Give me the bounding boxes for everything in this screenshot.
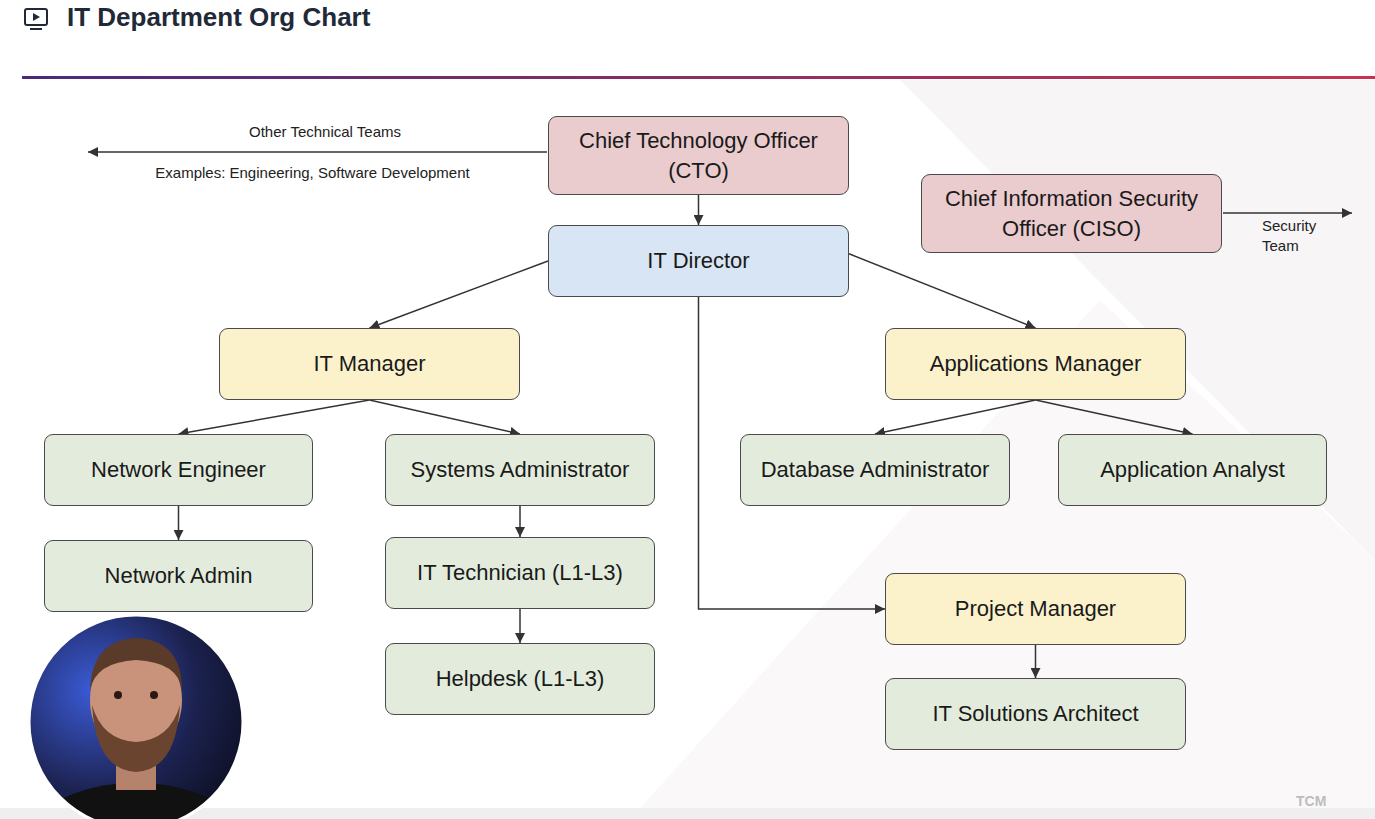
org-box: Project Manager [885,573,1186,645]
reporting-arrow [875,400,1036,434]
org-box: Network Admin [44,540,313,612]
reporting-arrow [698,195,700,225]
reporting-arrow [519,506,521,537]
reporting-arrow [179,400,370,434]
box-text: Helpdesk (L1-L3) [436,664,605,694]
org-box: Helpdesk (L1-L3) [385,643,655,715]
video-icon [33,13,40,21]
org-box: Systems Administrator [385,434,655,506]
title-rule [22,76,1375,79]
side-note: Other Technical Teams [200,122,450,142]
reporting-arrow [178,506,180,540]
reporting-arrow [849,254,1036,328]
box-text: Application Analyst [1100,455,1285,485]
box-text: IT Solutions Architect [932,699,1138,729]
webcam-view [29,615,243,819]
box-text: Network Admin [105,561,253,591]
slide-decoration [640,300,1375,808]
box-text: Applications Manager [930,349,1142,379]
webcam-ring [29,615,243,819]
org-box: IT Director [548,225,849,297]
box-text: Network Engineer [91,455,266,485]
org-box: Chief Information Security Officer (CISO… [921,174,1222,253]
leader-arrow [88,151,547,153]
reporting-arrow [1035,645,1037,678]
org-box: IT Technician (L1-L3) [385,537,655,609]
webcam-hair [90,638,182,690]
watermark: TCM [1296,791,1360,811]
org-box: Network Engineer [44,434,313,506]
webcam-eye [150,691,158,699]
reporting-arrow [370,400,521,434]
side-note: Security Team [1262,216,1332,256]
video-icon [25,9,47,25]
box-text: Database Administrator [761,455,990,485]
reporting-arrow [519,609,521,643]
org-box: IT Manager [219,328,520,400]
box-text: IT Technician (L1-L3) [417,558,623,588]
org-box: Chief Technology Officer (CTO) [548,116,849,195]
reporting-arrow [370,261,549,328]
reporting-arrow [1036,400,1193,434]
box-text: Project Manager [955,594,1116,624]
box-text: Systems Administrator [411,455,630,485]
box-text: Chief Technology Officer (CTO) [559,126,838,186]
webcam-beard [92,705,180,772]
box-text: Chief Information Security Officer (CISO… [932,184,1211,244]
org-box: Database Administrator [740,434,1010,506]
webcam-eye [114,691,122,699]
webcam-background [29,615,243,819]
box-text: IT Director [647,246,749,276]
page-title: IT Department Org Chart [67,2,370,32]
video-icon [30,28,42,30]
org-box: IT Solutions Architect [885,678,1186,750]
org-box: Applications Manager [885,328,1186,400]
bottom-strip [0,808,1375,819]
org-box: Application Analyst [1058,434,1327,506]
box-text: IT Manager [313,349,425,379]
side-note: Examples: Engineering, Software Developm… [110,163,515,183]
leader-arrow [1223,212,1352,214]
